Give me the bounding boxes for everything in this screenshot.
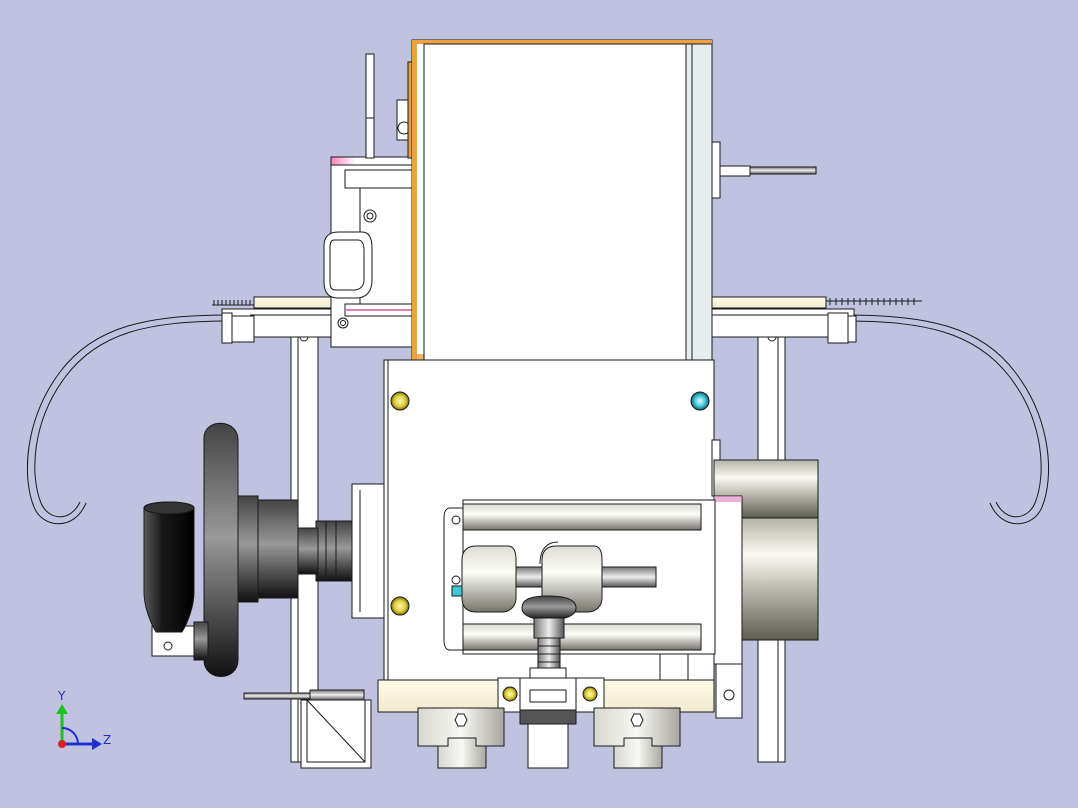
main-upper-block (411, 39, 817, 361)
handwheel-assembly (143, 422, 385, 701)
left-wire-loop (26, 314, 223, 525)
guide-block-right (593, 707, 681, 769)
right-cross-bar (711, 296, 922, 344)
left-cross-bar (212, 296, 337, 344)
right-wire-loop (851, 314, 1049, 525)
coordinate-triad: Y Z (56, 689, 111, 750)
z-axis-label: Z (103, 733, 111, 747)
y-axis-label: Y (57, 689, 66, 703)
left-vertical-frame (290, 329, 372, 769)
upper-left-bracket (323, 53, 414, 348)
guide-block-left (417, 707, 505, 769)
pneumatic-cylinder (443, 499, 716, 669)
linear-guide-rail (377, 667, 715, 769)
